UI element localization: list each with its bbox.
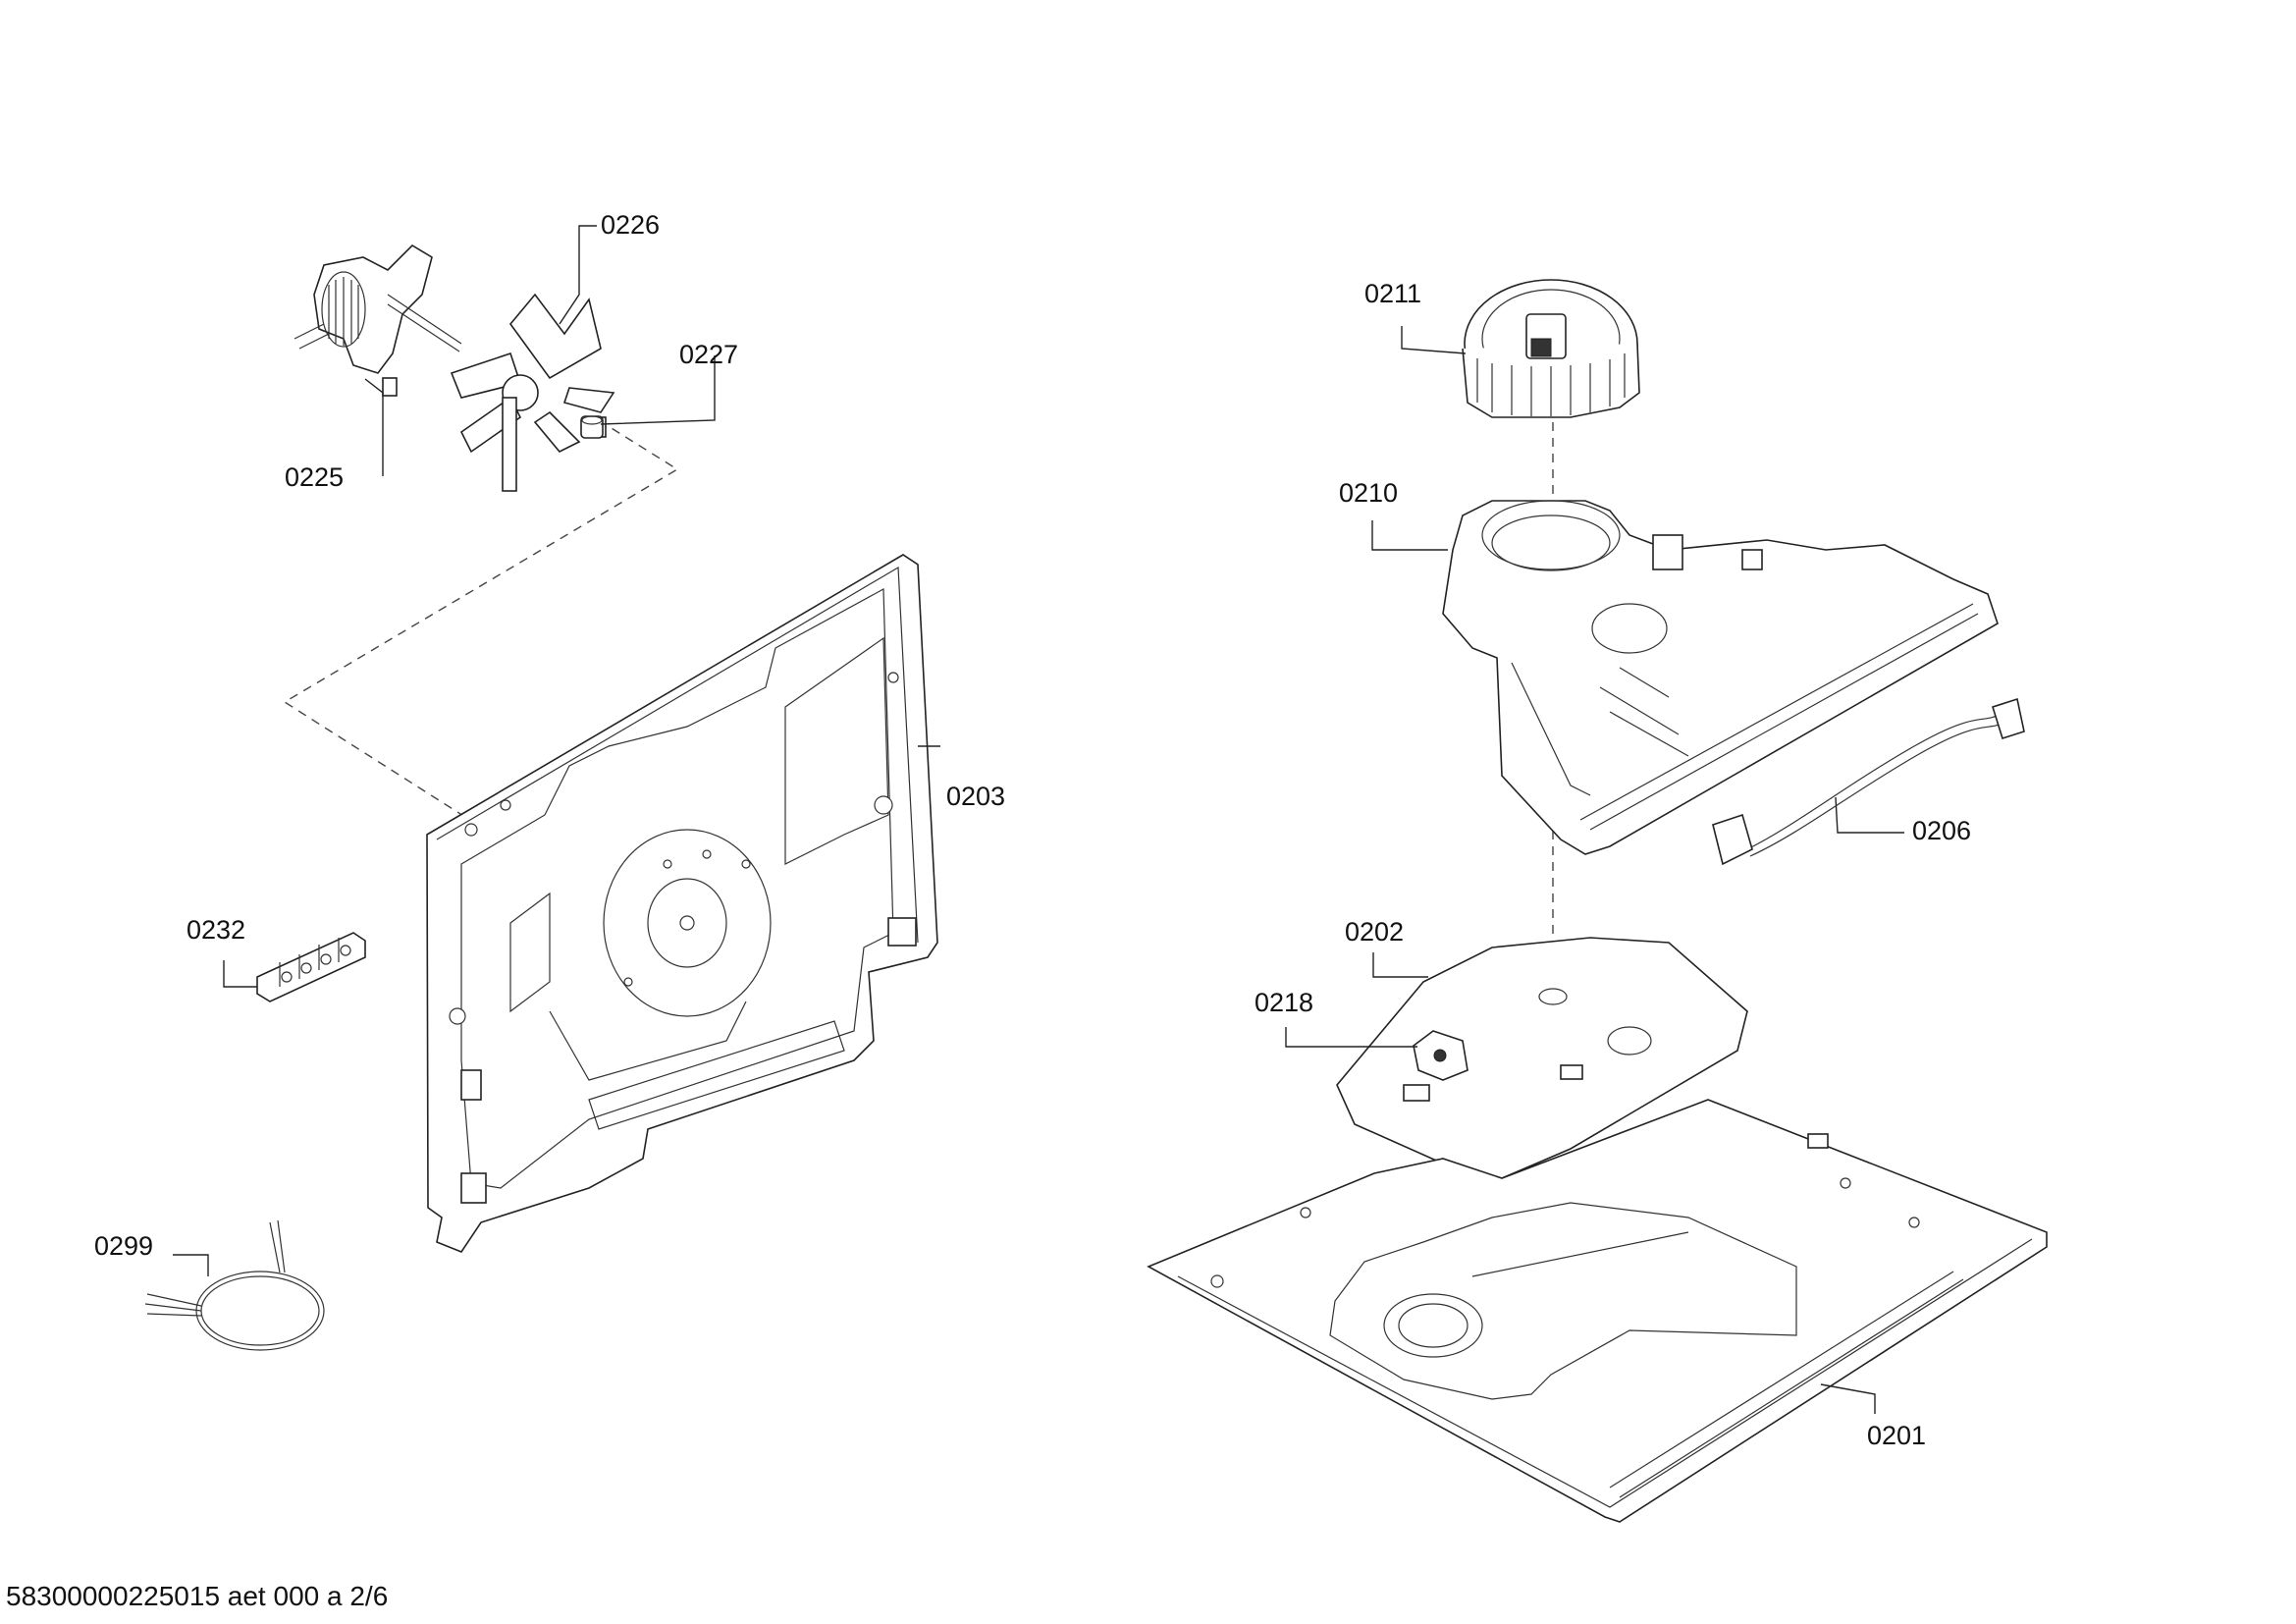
- callout-0232[interactable]: 0232: [187, 915, 246, 945]
- part-0202-cover-plate[interactable]: [1336, 937, 1748, 1179]
- callout-0210[interactable]: 0210: [1339, 478, 1399, 508]
- part-0232-terminal-block[interactable]: [256, 932, 366, 1002]
- part-0211-blower[interactable]: [1462, 279, 1640, 418]
- callout-0226[interactable]: 0226: [601, 210, 661, 240]
- leader-0206: [1835, 796, 1904, 834]
- callout-0225[interactable]: 0225: [285, 462, 345, 492]
- leader-0211: [1401, 326, 1467, 354]
- leader-0201: [1820, 1383, 1876, 1414]
- part-0203-back-panel[interactable]: [426, 554, 938, 1253]
- callout-0218[interactable]: 0218: [1255, 988, 1314, 1017]
- leader-0210: [1371, 520, 1448, 551]
- part-0201-base-tray[interactable]: [1147, 1099, 2048, 1523]
- leader-0299: [173, 1254, 209, 1276]
- callout-0206[interactable]: 0206: [1912, 816, 1972, 845]
- part-0210-duct-cover[interactable]: [1442, 500, 1999, 855]
- callout-0211[interactable]: 0211: [1364, 279, 1422, 308]
- callout-0203[interactable]: 0203: [946, 782, 1006, 811]
- leader-0226: [559, 225, 597, 325]
- part-0226-fan-wheel[interactable]: [450, 293, 615, 492]
- document-reference: 58300000225015 aet 000 a 2/6: [6, 1581, 389, 1611]
- part-0225-fan-motor[interactable]: [294, 244, 462, 397]
- part-0299-cable-coil[interactable]: [144, 1219, 325, 1351]
- part-0227-nut[interactable]: [580, 415, 604, 439]
- leader-0225: [364, 378, 384, 476]
- part-0218-sensor[interactable]: [1413, 1030, 1468, 1081]
- leader-0202: [1372, 952, 1428, 978]
- callout-0299[interactable]: 0299: [94, 1231, 154, 1261]
- part-0206-cable-harness[interactable]: [1712, 697, 2025, 866]
- callout-0227[interactable]: 0227: [679, 340, 739, 369]
- leader-0227: [600, 355, 716, 425]
- leader-0232: [223, 960, 257, 988]
- callout-0201[interactable]: 0201: [1867, 1421, 1927, 1450]
- leader-lines: [173, 225, 1904, 1414]
- leader-0218: [1285, 1027, 1417, 1048]
- callout-0202[interactable]: 0202: [1345, 917, 1405, 947]
